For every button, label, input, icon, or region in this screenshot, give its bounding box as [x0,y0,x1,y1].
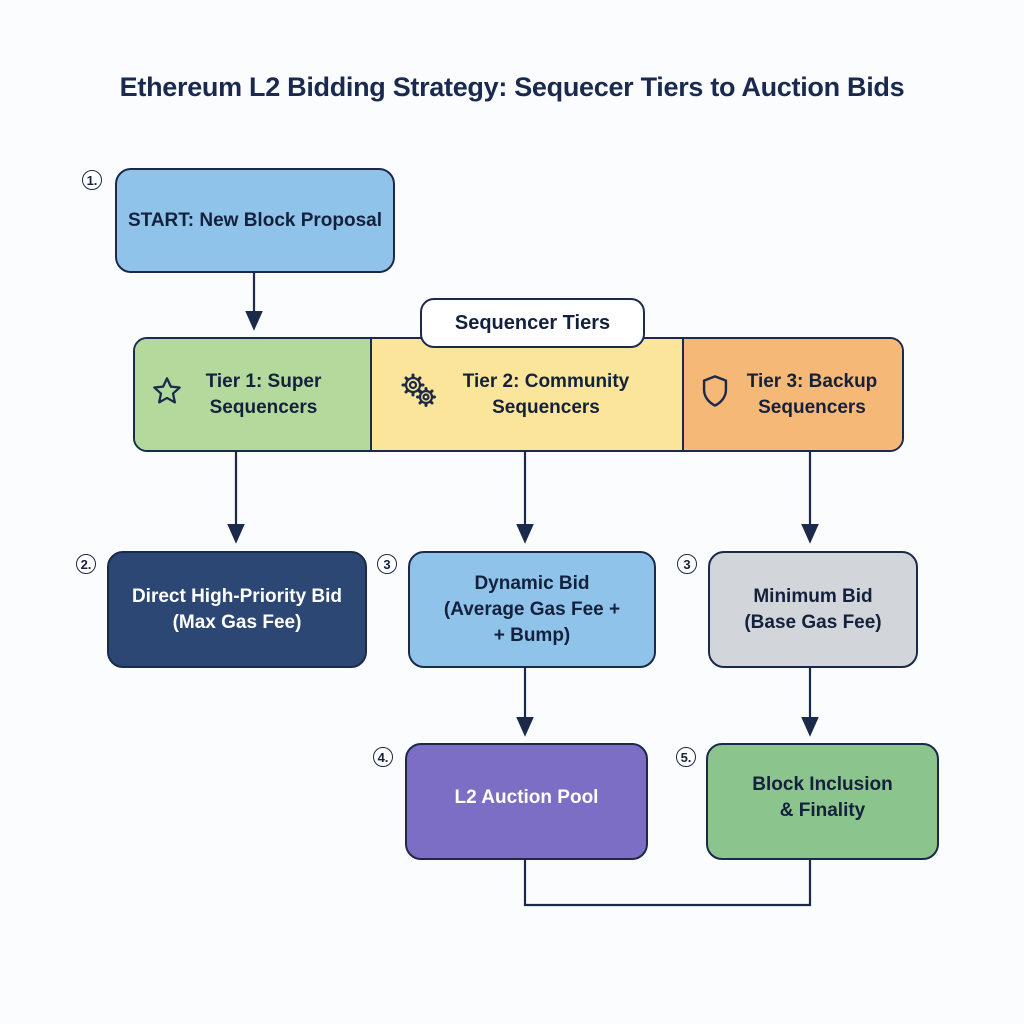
shield-icon [700,374,730,416]
bid-2-line3: + Bump) [493,624,571,646]
tier-1-line2: Sequencers [209,396,318,418]
start-node[interactable]: START: New Block Proposal [115,168,395,273]
tier-3-node[interactable]: Tier 3: Backup Sequencers [684,339,902,450]
outcome-2-line1: Block Inclusion [752,773,893,795]
step-badge-5: 5. [676,747,696,767]
bid-2-line2: (Average Gas Fee + [443,598,621,620]
direct-high-priority-bid-node[interactable]: Direct High-Priority Bid (Max Gas Fee) [107,551,367,668]
auction-pool-label: L2 Auction Pool [454,786,599,808]
step-badge-4: 4. [373,747,393,767]
step-badge-2: 2. [76,554,96,574]
tier-2-line1: Tier 2: Community [462,370,630,392]
tier-1-node[interactable]: Tier 1: Super Sequencers [135,339,372,450]
tier-2-node[interactable]: Tier 2: Community Sequencers [372,339,684,450]
block-inclusion-finality-node[interactable]: Block Inclusion & Finality [706,743,939,860]
sequencer-tiers-group: Tier 1: Super Sequencers [133,337,904,452]
l2-auction-pool-node[interactable]: L2 Auction Pool [405,743,648,860]
tier-3-line1: Tier 3: Backup [746,370,878,392]
tier-2-line2: Sequencers [492,396,600,418]
start-node-label: START: New Block Proposal [127,209,383,231]
diagram-title: Ethereum L2 Bidding Strategy: Sequecer T… [119,72,905,102]
gears-icon [398,370,440,420]
step-badge-3a: 3 [377,554,397,574]
bid-3-line2: (Base Gas Fee) [744,611,882,633]
tier-3-line2: Sequencers [758,396,866,418]
star-icon [151,375,183,415]
minimum-bid-node[interactable]: Minimum Bid (Base Gas Fee) [708,551,918,668]
step-badge-3b: 3 [677,554,697,574]
bid-1-line1: Direct High-Priority Bid [131,585,343,607]
bid-3-line1: Minimum Bid [753,585,873,607]
bid-2-line1: Dynamic Bid [474,572,590,594]
sequencer-tiers-header: Sequencer Tiers [420,298,645,348]
outcome-2-line2: & Finality [779,799,866,821]
step-badge-1: 1. [82,170,102,190]
tier-1-line1: Tier 1: Super [205,370,322,392]
bid-1-line2: (Max Gas Fee) [172,611,302,633]
dynamic-bid-node[interactable]: Dynamic Bid (Average Gas Fee + + Bump) [408,551,656,668]
